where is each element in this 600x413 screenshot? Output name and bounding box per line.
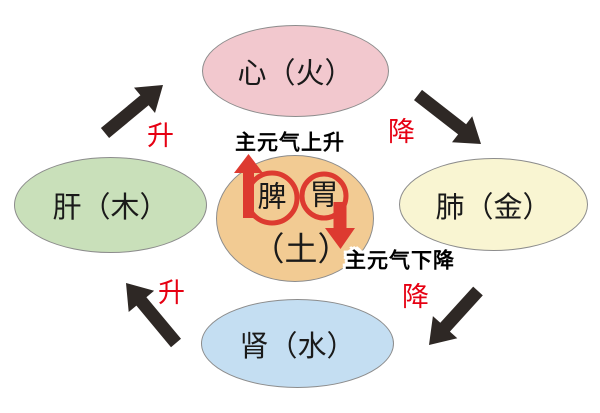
lung-metal-label: 肺（金） [435, 191, 552, 224]
descend-arrow-heart-to-lung-icon [414, 89, 481, 144]
earth-element-label: （土） [251, 230, 351, 268]
liver-wood-label: 肝（木） [52, 192, 169, 224]
descend-arrow-lung-to-kidney-icon [429, 286, 483, 345]
lung-metal-node: 肺（金） [399, 158, 588, 251]
heart-fire-label: 心（火） [237, 58, 354, 90]
stomach-qi-descend-annotation: 主元气下降 [343, 248, 457, 274]
liver-wood-node: 肝（木） [14, 157, 207, 253]
ascend-bottom-label: 升 [158, 278, 185, 308]
stomach-label: 胃 [309, 179, 339, 212]
kidney-water-node: 肾（水） [201, 299, 394, 388]
descend-top-label: 降 [388, 117, 415, 147]
descend-bottom-label: 降 [402, 282, 429, 312]
kidney-water-label: 肾（水） [239, 330, 356, 363]
spleen-label: 脾 [257, 181, 287, 214]
ascend-top-label: 升 [147, 121, 174, 151]
spleen-qi-rise-annotation: 主元气上升 [233, 130, 347, 156]
heart-fire-node: 心（火） [202, 25, 389, 117]
